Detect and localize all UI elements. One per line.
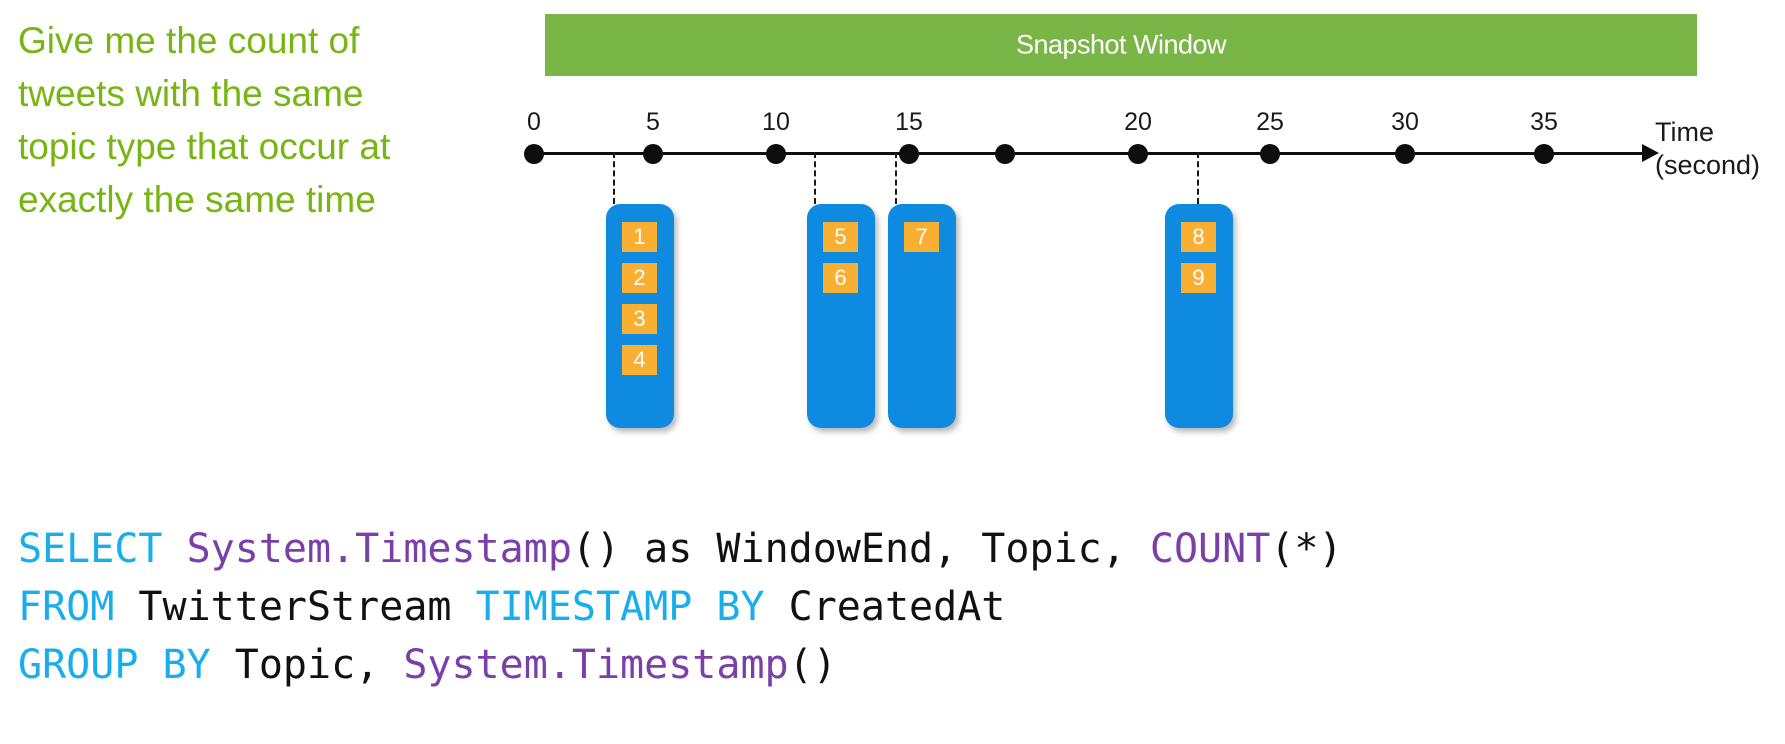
axis-tick-label: 20 [1124,108,1152,136]
axis-tick-dot [1128,144,1148,164]
sql-token: SELECT [18,526,163,572]
event-connector-line [1197,152,1199,204]
timeline-axis: 0 5 10 15 20 25 30 35 Time (second) [0,100,1785,220]
tweet-chip[interactable]: 2 [622,263,657,293]
axis-tick-dot [995,144,1015,164]
axis-tick-label: 10 [762,108,790,136]
axis-title: Time (second) [1655,117,1761,180]
axis-tick-dot [1534,144,1554,164]
tweet-chip[interactable]: 7 [904,222,939,252]
event-group[interactable]: 7 [888,204,956,428]
sql-token: Topic, [210,642,404,688]
axis-tick-dot [899,144,919,164]
axis-line [534,152,1644,155]
event-group[interactable]: 1 2 3 4 [606,204,674,428]
prompt-text: Give me the count of tweets with the sam… [18,20,391,220]
axis-tick-label: 5 [646,108,660,136]
sql-token: System.Timestamp [403,642,789,688]
sql-token: GROUP BY [18,642,211,688]
tweet-chip[interactable]: 9 [1181,263,1216,293]
tweet-chip[interactable]: 5 [823,222,858,252]
snapshot-window-bar: Snapshot Window [545,14,1697,76]
event-connector-line [613,152,615,204]
tweet-chip[interactable]: 1 [622,222,657,252]
sql-token: () as WindowEnd, Topic, [571,526,1150,572]
axis-tick-label: 15 [895,108,923,136]
event-connector-line [895,152,897,204]
sql-token: FROM [18,584,115,630]
tweet-chip[interactable]: 6 [823,263,858,293]
sql-line: SELECT System.Timestamp() as WindowEnd, … [18,520,1343,578]
axis-tick-label: 0 [527,108,541,136]
sql-token [163,526,187,572]
sql-query-block: SELECT System.Timestamp() as WindowEnd, … [18,520,1343,694]
axis-tick-dot [766,144,786,164]
axis-tick-dot [1395,144,1415,164]
axis-tick-dot [643,144,663,164]
sql-line: GROUP BY Topic, System.Timestamp() [18,636,1343,694]
axis-tick-dot [1260,144,1280,164]
sql-token: (*) [1270,526,1343,572]
axis-tick-dot [524,144,544,164]
tweet-chip[interactable]: 8 [1181,222,1216,252]
sql-line: FROM TwitterStream TIMESTAMP BY CreatedA… [18,578,1343,636]
axis-tick-label: 35 [1530,108,1558,136]
tweet-chip[interactable]: 3 [622,304,657,334]
axis-tick-label: 25 [1256,108,1284,136]
sql-token: TwitterStream [114,584,476,630]
event-connector-line [814,152,816,204]
snapshot-window-label: Snapshot Window [1015,29,1227,60]
sql-token: COUNT [1149,526,1271,572]
sql-token: TIMESTAMP BY [475,584,765,630]
sql-token: () [788,642,837,688]
sql-token: System.Timestamp [186,526,572,572]
sql-token: CreatedAt [764,584,1006,630]
axis-tick-label: 30 [1391,108,1419,136]
axis-arrow-icon [1642,144,1659,162]
tweet-chip[interactable]: 4 [622,345,657,375]
